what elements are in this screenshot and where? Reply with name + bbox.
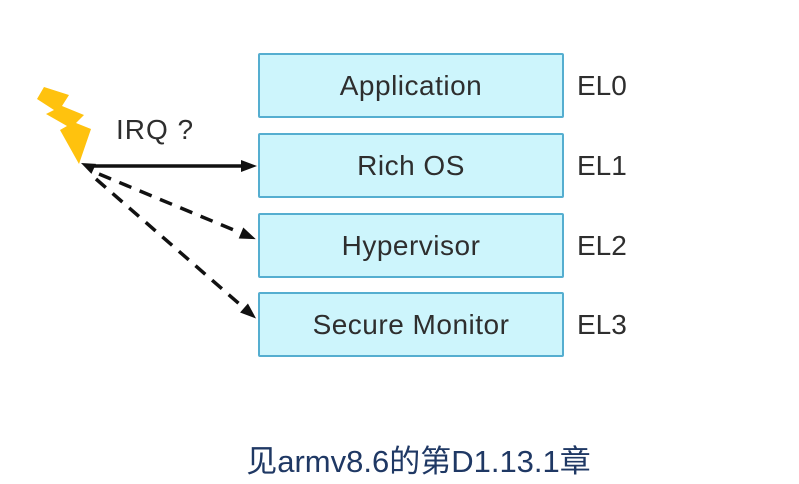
reference-caption: 见armv8.6的第D1.13.1章 xyxy=(246,444,591,479)
irq-arrow-dashed-el2 xyxy=(98,172,256,240)
box-hypervisor: Hypervisor xyxy=(258,213,564,278)
irq-label: IRQ ? xyxy=(116,114,195,145)
box-application-label: Application xyxy=(339,69,483,101)
box-secure-monitor: Secure Monitor xyxy=(258,292,564,357)
el-label-el2: EL2 xyxy=(577,229,627,261)
lightning-bolt-icon xyxy=(37,87,91,164)
box-secure-monitor-label: Secure Monitor xyxy=(312,308,510,340)
el-label-el1: EL1 xyxy=(577,149,627,181)
box-rich-os: Rich OS xyxy=(258,133,564,198)
box-application: Application xyxy=(258,53,564,118)
arrowhead-to-source xyxy=(81,163,96,174)
box-rich-os-label: Rich OS xyxy=(357,149,465,181)
el-label-el0: EL0 xyxy=(577,69,627,101)
el-label-el3: EL3 xyxy=(577,308,627,340)
box-hypervisor-label: Hypervisor xyxy=(341,229,481,261)
irq-arrow-dashed-el3 xyxy=(94,177,257,319)
